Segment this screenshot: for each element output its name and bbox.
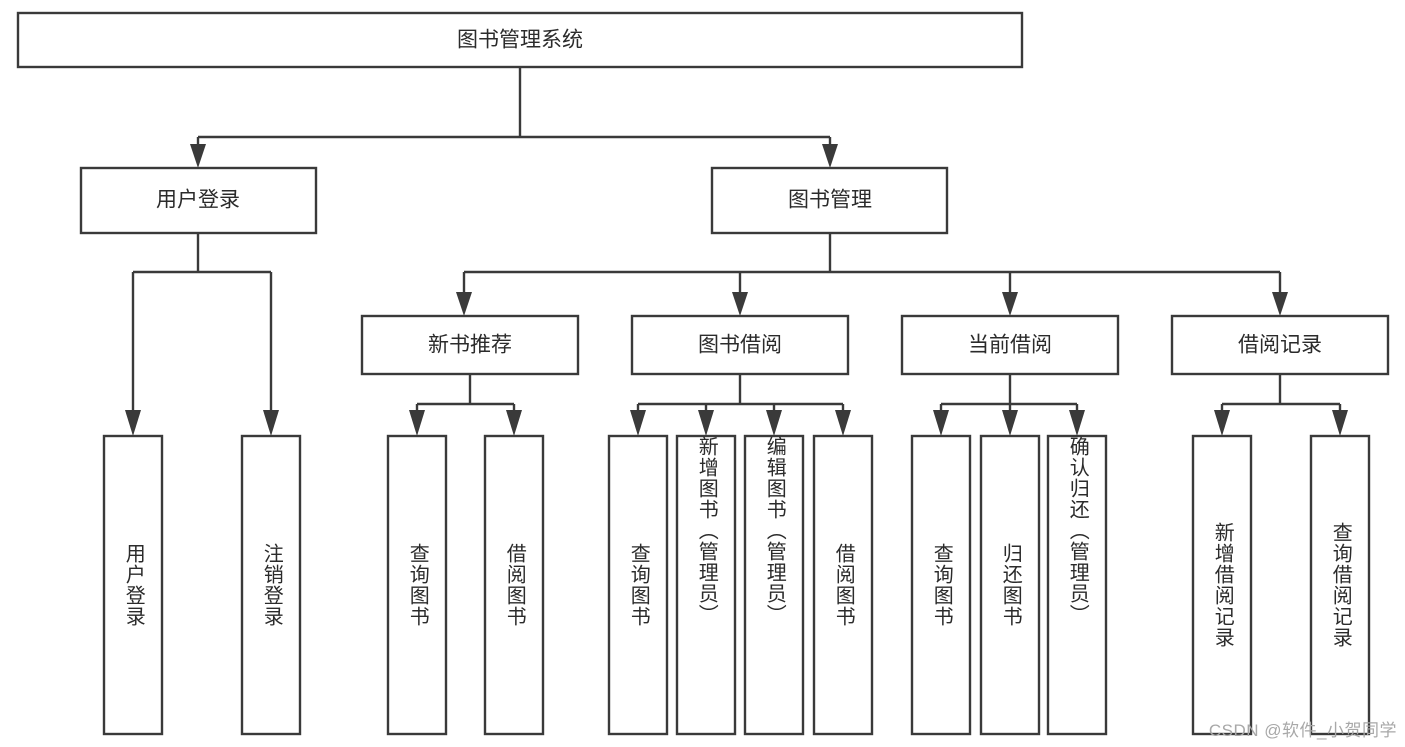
leaf-box-book-borrow-0[interactable]: [607, 434, 669, 736]
node-root[interactable]: 图书管理系统: [16, 11, 1024, 69]
connector-group-root: [190, 67, 838, 168]
node-root-box[interactable]: [16, 11, 1024, 69]
arrow-head-leaf-borrow-record-1: [1332, 410, 1348, 436]
node-root-label: 图书管理系统: [457, 29, 583, 52]
leaf-node-book-borrow-0[interactable]: [607, 434, 669, 736]
leaf-node-user-login-1[interactable]: [240, 434, 302, 736]
leaf-node-current-borrow-2[interactable]: [1046, 434, 1108, 736]
node-borrow-record-label: 借阅记录: [1238, 334, 1322, 357]
arrow-head-leaf-book-borrow-2: [766, 410, 782, 436]
leaf-box-borrow-record-0[interactable]: [1191, 434, 1253, 736]
leaf-node-borrow-record-1[interactable]: [1309, 434, 1371, 736]
arrow-head-book-borrow: [732, 292, 748, 316]
leaf-node-new-book-recommend-1[interactable]: [483, 434, 545, 736]
arrow-head-new-book-recommend: [456, 292, 472, 316]
leaf-box-current-borrow-1[interactable]: [979, 434, 1041, 736]
connector-group-current-borrow: [933, 374, 1085, 436]
node-current-borrow-label: 当前借阅: [968, 334, 1052, 357]
connector-group-book-manage: [456, 233, 1288, 316]
node-book-manage-box[interactable]: [710, 166, 949, 235]
leaf-box-new-book-recommend-1[interactable]: [483, 434, 545, 736]
arrow-head-leaf-current-borrow-0: [933, 410, 949, 436]
arrow-head-leaf-user-login-1: [263, 410, 279, 436]
arrow-head-user-login: [190, 144, 206, 168]
leaf-node-borrow-record-0[interactable]: [1191, 434, 1253, 736]
node-new-book-recommend-label: 新书推荐: [428, 334, 512, 357]
leaf-box-current-borrow-2[interactable]: [1046, 434, 1108, 736]
connector-group-new-book-recommend: [409, 374, 522, 436]
node-book-manage[interactable]: 图书管理: [710, 166, 949, 235]
leaf-box-user-login-1[interactable]: [240, 434, 302, 736]
leaf-node-current-borrow-1[interactable]: [979, 434, 1041, 736]
leaf-box-new-book-recommend-0[interactable]: [386, 434, 448, 736]
arrow-head-borrow-record: [1272, 292, 1288, 316]
node-book-manage-label: 图书管理: [788, 189, 872, 212]
arrow-head-current-borrow: [1002, 292, 1018, 316]
arrow-head-leaf-new-book-1: [506, 410, 522, 436]
leaf-box-current-borrow-0[interactable]: [910, 434, 972, 736]
leaf-box-book-borrow-2[interactable]: [743, 434, 805, 736]
leaf-node-book-borrow-3[interactable]: [812, 434, 874, 736]
connector-group-user-login: [125, 233, 279, 436]
node-user-login[interactable]: 用户登录: [79, 166, 318, 235]
connector-group-borrow-record: [1214, 374, 1348, 436]
arrow-head-book-manage: [822, 144, 838, 168]
leaf-node-user-login-0[interactable]: [102, 434, 164, 736]
node-user-login-box[interactable]: [79, 166, 318, 235]
leaf-node-new-book-recommend-0[interactable]: [386, 434, 448, 736]
node-book-borrow-label: 图书借阅: [698, 334, 782, 357]
node-user-login-label: 用户登录: [156, 189, 240, 212]
csdn-watermark: CSDN @软件_小贺同学: [1208, 721, 1397, 740]
arrow-head-leaf-new-book-0: [409, 410, 425, 436]
leaf-box-book-borrow-3[interactable]: [812, 434, 874, 736]
leaf-box-borrow-record-1[interactable]: [1309, 434, 1371, 736]
node-book-borrow[interactable]: 图书借阅: [630, 314, 850, 376]
arrow-head-leaf-user-login-0: [125, 410, 141, 436]
arrow-head-leaf-current-borrow-2: [1069, 410, 1085, 436]
arrow-head-leaf-current-borrow-1: [1002, 410, 1018, 436]
node-book-borrow-box[interactable]: [630, 314, 850, 376]
leaf-box-user-login-0[interactable]: [102, 434, 164, 736]
leaf-node-current-borrow-0[interactable]: [910, 434, 972, 736]
leaf-node-book-borrow-1[interactable]: [675, 434, 737, 736]
leaf-box-book-borrow-1[interactable]: [675, 434, 737, 736]
node-new-book-recommend-box[interactable]: [360, 314, 580, 376]
arrow-head-leaf-book-borrow-3: [835, 410, 851, 436]
node-current-borrow[interactable]: 当前借阅: [900, 314, 1120, 376]
node-borrow-record-box[interactable]: [1170, 314, 1390, 376]
node-new-book-recommend[interactable]: 新书推荐: [360, 314, 580, 376]
node-current-borrow-box[interactable]: [900, 314, 1120, 376]
leaf-node-book-borrow-2[interactable]: [743, 434, 805, 736]
node-borrow-record[interactable]: 借阅记录: [1170, 314, 1390, 376]
arrow-head-leaf-borrow-record-0: [1214, 410, 1230, 436]
arrow-head-leaf-book-borrow-1: [698, 410, 714, 436]
connector-group-book-borrow: [630, 374, 851, 436]
arrow-head-leaf-book-borrow-0: [630, 410, 646, 436]
